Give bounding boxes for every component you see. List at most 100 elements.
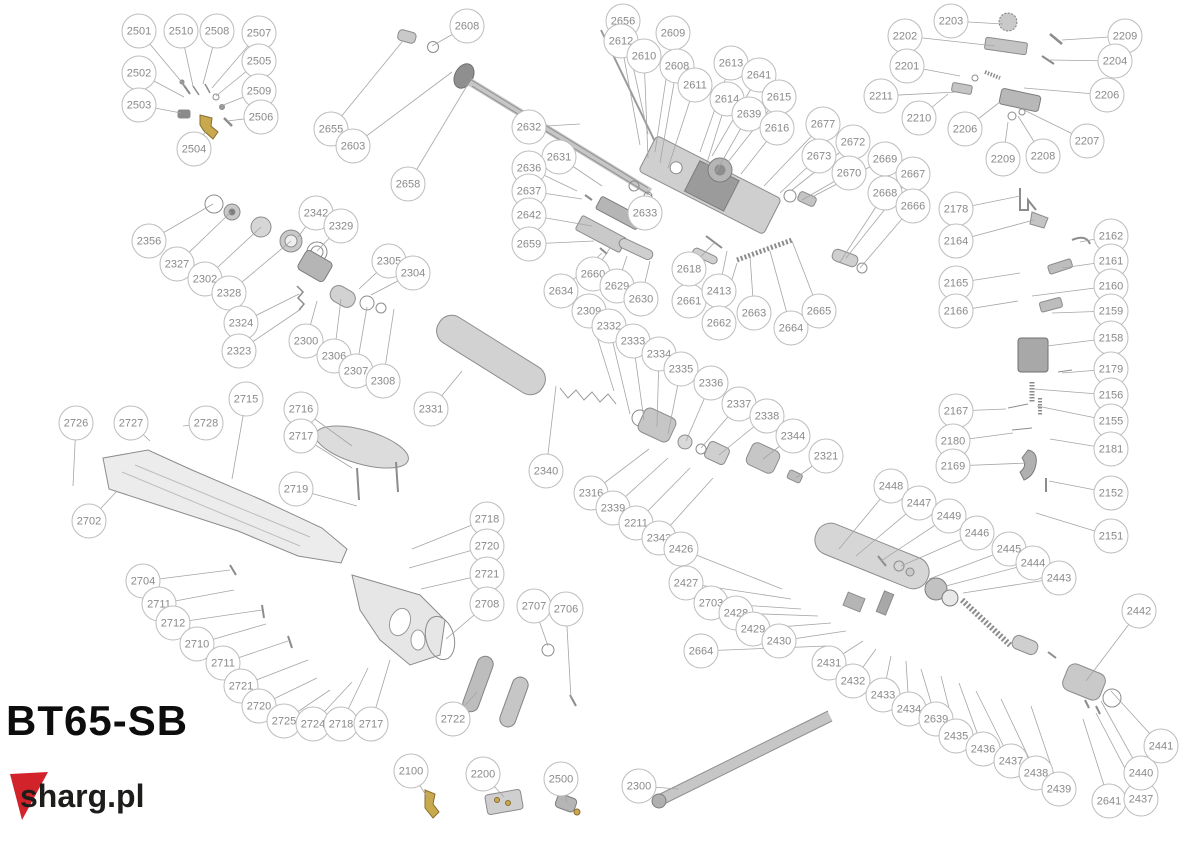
part-number: 2204 [1102,55,1128,67]
part-number: 2426 [668,543,694,555]
part-balloon: 2664 [683,633,719,669]
part-balloon: 2726 [58,405,94,441]
part-number: 2608 [454,20,480,32]
part-balloon: 2447 [901,485,937,521]
part-number: 2664 [688,645,714,657]
part-number: 2305 [376,255,402,267]
part-number: 2308 [370,375,396,387]
part-number: 2436 [970,743,996,755]
part-number: 2206 [952,123,978,135]
part-number: 2440 [1128,767,1154,779]
part-balloon: 2300 [621,768,657,804]
part-number: 2611 [683,79,707,91]
part-number: 2639 [736,108,762,120]
part-balloon: 2158 [1093,320,1129,356]
part-balloon: 2304 [395,255,431,291]
part-number: 2166 [943,305,969,317]
part-balloon: 2608 [449,8,485,44]
scope-mount-drawing [951,12,1063,121]
part-balloon: 2209 [985,141,1021,177]
part-number: 2209 [1112,30,1138,42]
part-number: 2618 [676,263,702,275]
part-number: 2302 [192,273,218,285]
part-number: 2718 [474,513,500,525]
part-number: 2202 [892,30,918,42]
part-balloon: 2663 [736,295,772,331]
part-balloon: 2331 [413,391,449,427]
part-balloon: 2704 [125,563,161,599]
part-balloon: 2702 [71,503,107,539]
part-balloon: 2508 [199,13,235,49]
part-balloon: 2344 [775,418,811,454]
part-number: 2100 [398,765,424,777]
part-number: 2609 [660,27,686,39]
part-number: 2704 [130,575,156,587]
part-number: 2728 [193,417,219,429]
part-number: 2663 [741,307,767,319]
part-number: 2717 [358,718,384,730]
part-balloon: 2202 [887,18,923,54]
part-number: 2443 [1046,572,1072,584]
air-cylinder-drawing [814,522,1122,715]
part-number: 2441 [1148,740,1174,752]
part-number: 2658 [395,178,421,190]
part-balloon: 2506 [243,99,279,135]
part-balloon: 2631 [541,139,577,175]
part-number: 2437 [1128,793,1154,805]
part-number: 2721 [228,680,254,692]
part-number: 2434 [896,703,922,715]
part-number: 2634 [548,285,574,297]
part-number: 2306 [321,350,347,362]
part-number: 2720 [246,700,272,712]
part-number: 2702 [76,515,102,527]
part-number: 2616 [764,122,790,134]
part-number: 2435 [943,730,969,742]
part-number: 2316 [578,487,604,499]
part-number: 2667 [900,168,926,180]
part-balloon: 2641 [1091,783,1127,819]
part-balloon: 2615 [761,79,797,115]
part-number: 2331 [418,403,444,415]
logo-text: sharg.pl [20,778,145,814]
piston-parts-drawing [204,194,617,405]
part-balloon: 2164 [938,223,974,259]
part-balloon: 2151 [1093,518,1129,554]
part-number: 2307 [343,365,369,377]
part-balloon: 2718 [323,706,359,742]
part-number: 2636 [516,162,542,174]
part-balloon: 2670 [831,155,867,191]
part-number: 2727 [118,417,144,429]
part-balloon: 2427 [668,565,704,601]
part-number: 2665 [806,305,832,317]
part-number: 2506 [248,111,274,123]
part-number: 2703 [698,597,724,609]
part-number: 2338 [754,410,780,422]
part-number: 2431 [816,657,842,669]
part-number: 2446 [964,527,990,539]
part-number: 2502 [126,67,152,79]
model-title: BT65-SB [6,697,189,744]
part-balloon: 2603 [335,128,371,164]
part-balloon: 2715 [228,381,264,417]
part-number: 2603 [340,140,366,152]
part-number: 2342 [303,207,329,219]
part-number: 2613 [718,57,744,69]
part-balloon: 2206 [947,111,983,147]
part-number: 2711 [211,657,235,669]
part-balloon: 2431 [811,645,847,681]
part-number: 2503 [126,99,152,111]
part-balloon: 2200 [465,756,501,792]
part-balloon: 2446 [959,515,995,551]
part-balloon: 2707 [516,588,552,624]
part-number: 2433 [870,689,896,701]
part-number: 2324 [228,317,254,329]
part-number: 2641 [746,69,772,81]
part-number: 2158 [1098,332,1124,344]
part-balloon: 2616 [759,110,795,146]
part-number: 2427 [673,577,699,589]
part-number: 2444 [1020,557,1046,569]
part-number: 2155 [1098,415,1124,427]
part-balloon: 2441 [1143,728,1179,764]
part-number: 2710 [184,638,210,650]
